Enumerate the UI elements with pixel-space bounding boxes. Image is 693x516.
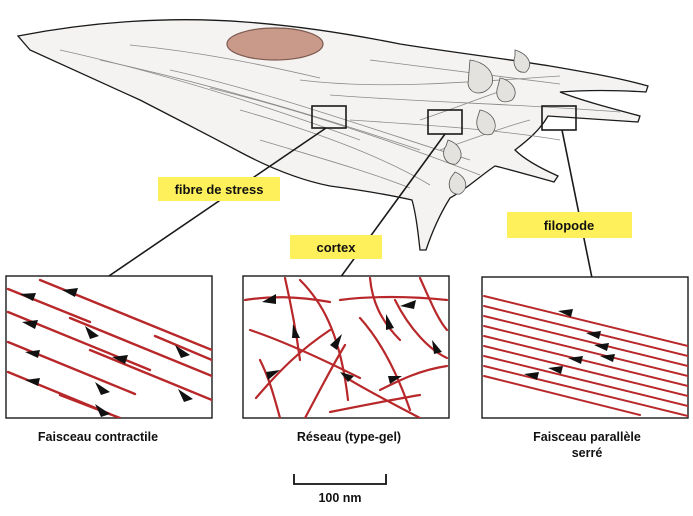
arrowhead xyxy=(20,293,36,301)
arrowhead xyxy=(25,378,40,386)
arrowhead xyxy=(586,331,601,339)
arrowhead xyxy=(95,382,110,395)
arrowhead xyxy=(266,370,280,380)
parallel-filament xyxy=(483,355,688,407)
cortex-frills xyxy=(443,49,530,195)
cell-drawing xyxy=(16,19,649,251)
connector-stress-fiber xyxy=(105,127,327,279)
parallel-filament xyxy=(483,325,688,377)
parallel-filament xyxy=(483,295,688,347)
arrowhead xyxy=(388,376,402,384)
parallel-arrowheads xyxy=(524,309,615,380)
arrowhead xyxy=(175,345,190,358)
network-filament xyxy=(418,276,449,332)
zoom-box-stress-fiber xyxy=(311,105,347,129)
caption-parallel-line1: Faisceau parallèle xyxy=(533,430,641,444)
zoom-box-filopodium xyxy=(541,105,577,131)
arrowhead xyxy=(95,404,110,417)
arrowhead xyxy=(386,314,394,330)
network-filament xyxy=(348,378,422,418)
arrowhead xyxy=(340,372,354,382)
parallel-filament xyxy=(483,305,688,357)
contractile-filament xyxy=(58,393,122,418)
network-filament xyxy=(393,298,449,360)
connector-filopodium xyxy=(561,129,593,279)
label-filopodium-background xyxy=(507,212,632,238)
arrowhead xyxy=(112,355,128,364)
parallel-filament xyxy=(483,335,688,387)
panel-parallel xyxy=(481,276,689,419)
arrowhead xyxy=(22,320,38,329)
parallel-filament xyxy=(483,345,688,397)
parallel-filament xyxy=(483,365,688,417)
scale-bar-line xyxy=(293,474,387,485)
network-filament xyxy=(338,295,449,302)
arrowhead xyxy=(568,356,583,364)
arrowhead xyxy=(292,324,300,338)
label-stress-fiber-background xyxy=(158,177,280,201)
network-filament xyxy=(254,328,332,400)
parallel-filament xyxy=(483,315,688,367)
arrowhead xyxy=(432,340,442,354)
arrowhead xyxy=(400,300,416,309)
contractile-filament xyxy=(6,340,137,396)
label-cortex: cortex xyxy=(290,235,382,259)
arrowhead xyxy=(594,343,609,351)
arrowhead xyxy=(524,372,539,380)
label-cortex-background xyxy=(290,235,382,259)
network-filament xyxy=(283,276,302,362)
contractile-filament xyxy=(88,348,212,402)
caption-network: Réseau (type-gel) xyxy=(297,430,401,444)
arrowhead xyxy=(85,326,99,339)
scale-bar: 100 nm xyxy=(293,474,387,505)
label-stress-fiber: fibre de stress xyxy=(158,177,280,201)
network-filament xyxy=(378,364,449,392)
arrowhead xyxy=(262,294,276,304)
contractile-arrowheads xyxy=(20,288,193,417)
caption-contractile: Faisceau contractile xyxy=(38,430,158,444)
label-cortex-text: cortex xyxy=(316,240,356,255)
network-filament xyxy=(328,393,422,414)
contractile-filament xyxy=(68,316,212,378)
network-filaments xyxy=(243,276,449,418)
caption-parallel-line2: serré xyxy=(572,446,603,460)
scale-bar-label: 100 nm xyxy=(318,491,361,505)
arrowhead xyxy=(600,354,615,362)
network-filament xyxy=(258,358,282,418)
arrowhead xyxy=(25,350,40,358)
parallel-filaments xyxy=(483,295,688,417)
panel-contractile xyxy=(5,275,213,419)
network-filament xyxy=(243,296,332,304)
arrowhead xyxy=(330,334,342,350)
network-filament xyxy=(298,278,350,402)
network-arrowheads xyxy=(262,294,442,384)
panel-network xyxy=(242,275,450,419)
arrowhead xyxy=(62,288,78,297)
arrowhead xyxy=(178,389,193,402)
label-filopodium: filopode xyxy=(507,212,632,238)
arrowhead xyxy=(558,309,573,317)
network-filament xyxy=(303,343,347,418)
contractile-filament xyxy=(153,334,212,362)
network-filament xyxy=(368,276,402,342)
label-stress-fiber-text: fibre de stress xyxy=(175,182,264,197)
label-filopodium-text: filopode xyxy=(544,218,595,233)
nucleus xyxy=(226,27,324,61)
parallel-filament xyxy=(483,375,641,416)
arrowhead xyxy=(548,366,563,374)
